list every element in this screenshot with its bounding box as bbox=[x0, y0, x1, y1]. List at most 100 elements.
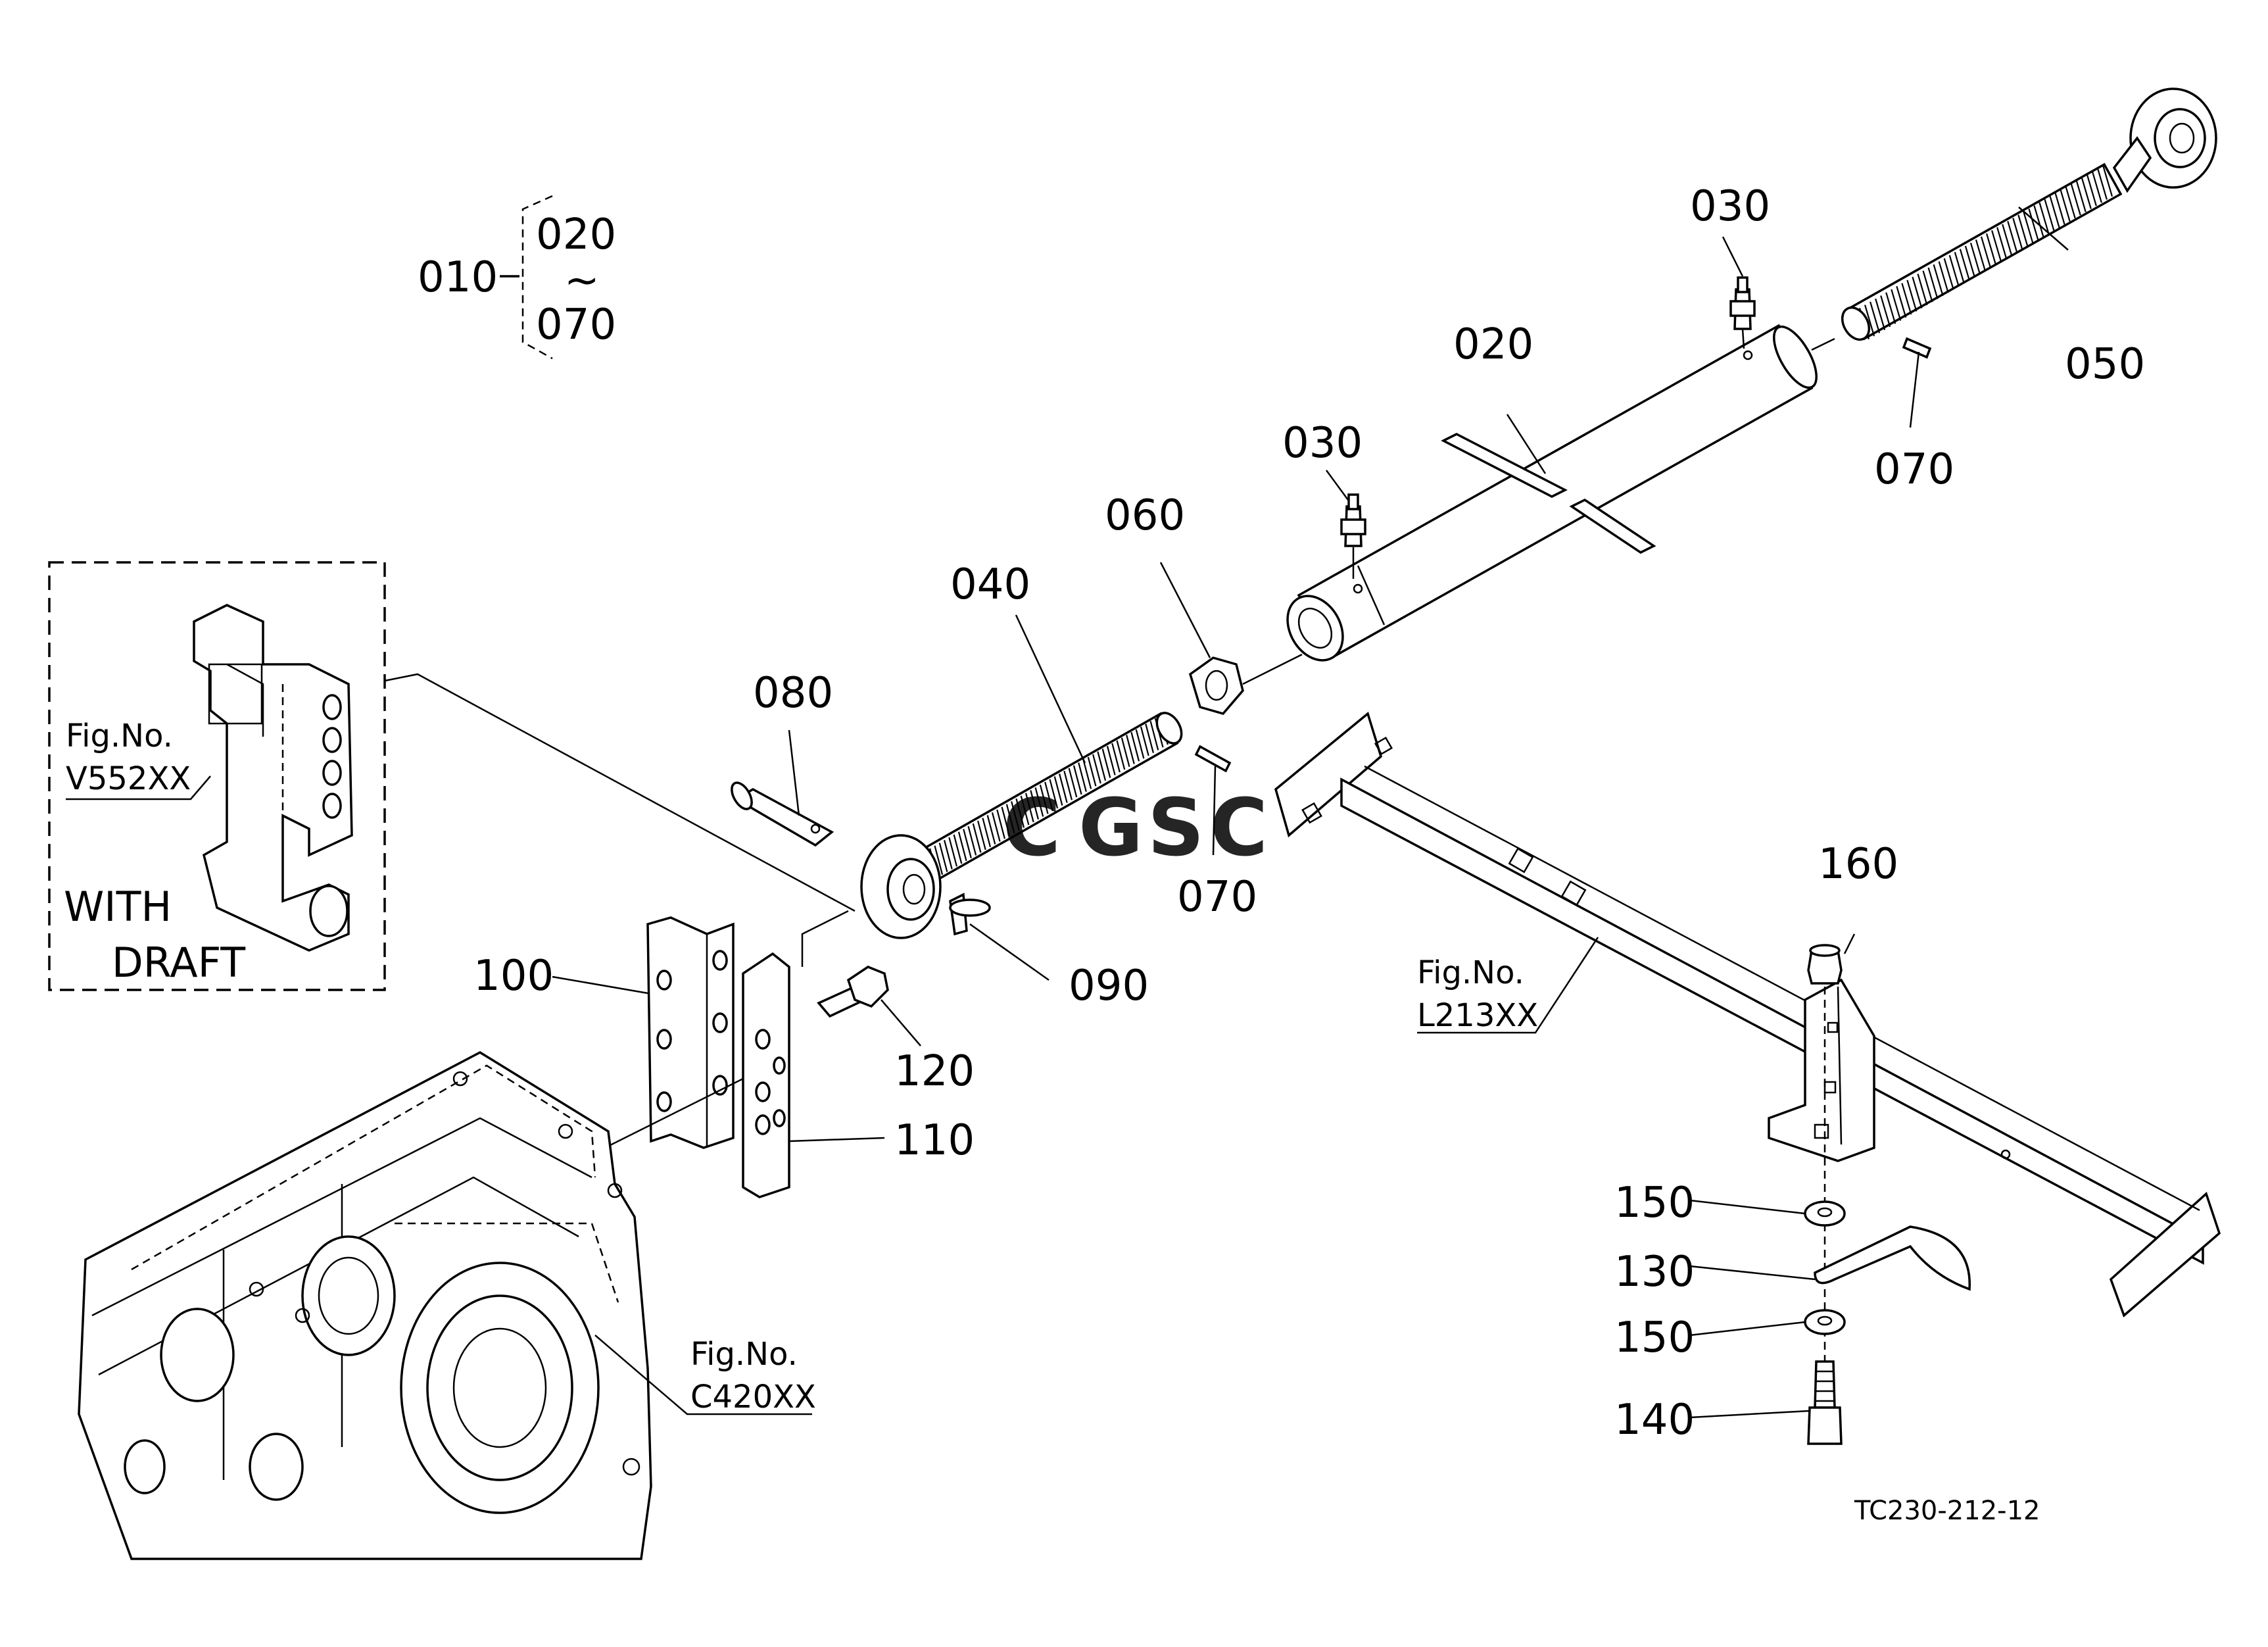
thread-line bbox=[2081, 177, 2092, 209]
thread-line bbox=[1149, 721, 1159, 750]
callout-110: 110 bbox=[894, 1116, 975, 1165]
thread-line bbox=[1130, 731, 1140, 762]
fig-ref-l213-line2: L213XX bbox=[1417, 997, 1538, 1034]
thread-line bbox=[1005, 804, 1015, 833]
fig-ref-c420-line2: C420XX bbox=[690, 1379, 816, 1415]
thread-line bbox=[972, 823, 982, 853]
thread-line bbox=[2028, 208, 2039, 241]
part-020-tube bbox=[1286, 324, 1818, 662]
watermark-letter-g: G bbox=[1078, 783, 1144, 874]
thread-line bbox=[2044, 199, 2055, 231]
thread-line bbox=[977, 820, 986, 850]
thread-line bbox=[1025, 793, 1034, 823]
thread-line bbox=[1875, 298, 1886, 330]
thread-line bbox=[934, 845, 944, 875]
callout-080: 080 bbox=[753, 669, 833, 718]
leader-lines bbox=[552, 207, 2069, 1152]
thread-line bbox=[2096, 168, 2108, 200]
thread-line bbox=[1044, 781, 1053, 812]
callout-labels: 030 030 020 050 070 060 040 080 070 090 … bbox=[473, 182, 2145, 1444]
group-from-label: 020 bbox=[536, 210, 616, 259]
callout-140: 140 bbox=[1614, 1396, 1695, 1444]
thread-line bbox=[1078, 762, 1087, 792]
thread-line bbox=[2070, 184, 2081, 216]
thread-line bbox=[1885, 292, 1896, 324]
drawing-code: TC230-212-12 bbox=[1854, 1496, 2040, 1526]
inset-title-line2: DRAFT bbox=[112, 939, 246, 987]
thread-line bbox=[1864, 305, 1875, 337]
thread-line bbox=[982, 818, 992, 848]
thread-line bbox=[1092, 754, 1101, 784]
thread-line bbox=[1870, 301, 1881, 333]
thread-line bbox=[1917, 274, 1928, 306]
thread-line bbox=[2049, 196, 2060, 228]
thread-line bbox=[953, 834, 963, 864]
thread-line bbox=[1922, 270, 1933, 303]
thread-line bbox=[1030, 790, 1039, 820]
callout-090: 090 bbox=[1069, 962, 1149, 1010]
callout-070-upper: 070 bbox=[1874, 445, 1954, 494]
thread-line bbox=[1011, 801, 1020, 831]
callout-030-lower: 030 bbox=[1282, 419, 1363, 468]
thread-line bbox=[1097, 751, 1107, 781]
part-060-nut bbox=[1188, 656, 1244, 715]
thread-line bbox=[2054, 193, 2065, 225]
thread-line bbox=[1969, 242, 1981, 274]
with-draft-inset: Fig.No. V552XX WITH DRAFT bbox=[48, 561, 386, 991]
thread-line bbox=[1991, 230, 2002, 262]
thread-line bbox=[1087, 756, 1097, 787]
part-030-fitting-a bbox=[1340, 493, 1366, 547]
callout-020: 020 bbox=[1453, 320, 1533, 369]
thread-line bbox=[1948, 255, 1960, 287]
thread-line bbox=[991, 812, 1001, 842]
thread-line bbox=[1975, 239, 1986, 272]
thread-line bbox=[1063, 770, 1073, 800]
thread-line bbox=[1996, 227, 2008, 259]
thread-line bbox=[1135, 729, 1145, 759]
callout-120: 120 bbox=[894, 1047, 975, 1096]
thread-line bbox=[1049, 779, 1059, 809]
thread-line bbox=[1954, 252, 1965, 284]
thread-line bbox=[1901, 283, 1912, 315]
callout-150-upper: 150 bbox=[1614, 1179, 1695, 1227]
thread-line bbox=[2086, 174, 2097, 207]
thread-line bbox=[963, 829, 972, 858]
thread-line bbox=[1101, 749, 1111, 778]
thread-line bbox=[1959, 249, 1970, 281]
thread-line bbox=[944, 840, 953, 870]
group-parent-label: 010 bbox=[418, 253, 498, 302]
thread-line bbox=[1980, 236, 1992, 268]
thread-line bbox=[1001, 806, 1011, 837]
transmission-case-c420: Fig.No. C420XX bbox=[78, 1050, 816, 1560]
thread-line bbox=[1020, 795, 1030, 825]
part-050-rod bbox=[1841, 87, 2217, 341]
watermark-logo: C G S C bbox=[1003, 783, 1268, 874]
thread-line bbox=[1116, 740, 1126, 770]
thread-line bbox=[1145, 724, 1154, 753]
fig-ref-c420-line1: Fig.No. bbox=[690, 1336, 798, 1373]
callout-030-upper: 030 bbox=[1690, 182, 1770, 231]
callout-040: 040 bbox=[950, 560, 1030, 609]
thread-line bbox=[957, 831, 967, 862]
part-100-bracket bbox=[646, 916, 735, 1149]
thread-line bbox=[996, 809, 1005, 839]
callout-150-lower: 150 bbox=[1614, 1314, 1695, 1362]
thread-line bbox=[2002, 224, 2013, 256]
thread-line bbox=[967, 826, 977, 856]
thread-line bbox=[1912, 276, 1923, 308]
fig-ref-v552-line2: V552XX bbox=[66, 760, 191, 797]
thread-line bbox=[1891, 289, 1902, 321]
thread-line bbox=[1053, 776, 1063, 806]
thread-line bbox=[1927, 267, 1939, 299]
thread-line bbox=[2017, 214, 2029, 247]
part-110-plate bbox=[742, 952, 790, 1198]
part-070-pin-a bbox=[1902, 337, 1932, 359]
watermark-letter-c2: C bbox=[1210, 783, 1268, 874]
thread-line bbox=[1121, 737, 1130, 767]
thread-line bbox=[2102, 164, 2113, 197]
thread-line bbox=[1943, 258, 1954, 290]
thread-line bbox=[1082, 760, 1092, 789]
callout-050: 050 bbox=[2065, 340, 2145, 389]
thread-line bbox=[1906, 280, 1918, 312]
hardware-stack bbox=[1689, 933, 1971, 1445]
